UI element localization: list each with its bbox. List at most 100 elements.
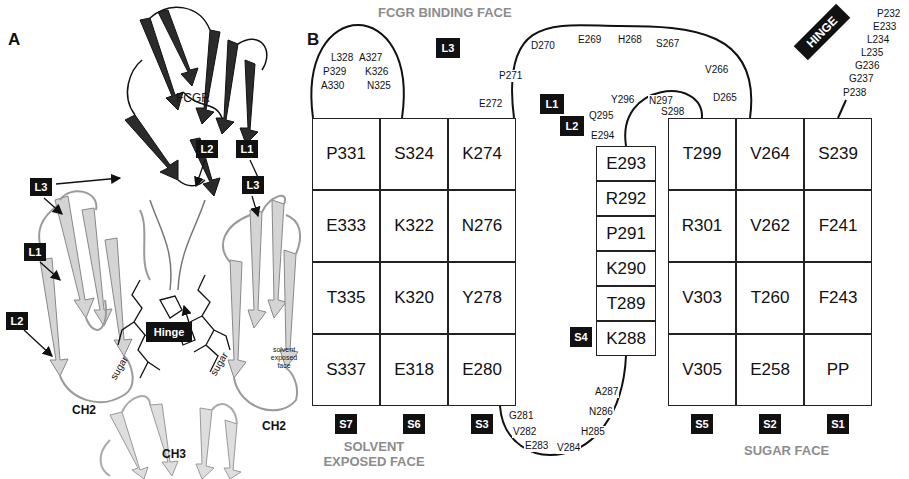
tag-text: L1 <box>241 143 254 155</box>
residue-label: V266 <box>704 64 729 76</box>
residue-label: E272 <box>478 98 503 110</box>
residue-name: F243 <box>819 288 858 308</box>
panel-heading: FCGR BINDING FACE <box>378 6 512 21</box>
label-tag: L1 <box>236 140 258 158</box>
residue-box: E318 <box>380 334 448 406</box>
residue-box: E258 <box>736 334 804 406</box>
residue-name: PP <box>827 360 850 380</box>
residue-name: P331 <box>326 144 366 164</box>
residue-box: PP <box>804 334 872 406</box>
residue-name: T289 <box>607 294 646 314</box>
tag-text: Hinge <box>154 326 185 338</box>
label-tag: L3 <box>30 178 52 196</box>
residue-label: Y296 <box>610 94 635 106</box>
residue-box: V305 <box>668 334 736 406</box>
residue-label: L235 <box>860 47 884 59</box>
residue-label: P232 <box>876 8 901 20</box>
label-tag: L2 <box>560 116 584 136</box>
residue-label: E294 <box>590 130 615 142</box>
residue-label: V284 <box>556 442 581 454</box>
residue-label: K326 <box>364 66 389 78</box>
residue-name: T299 <box>683 144 722 164</box>
label-tag: L3 <box>436 38 460 58</box>
residue-box: E333 <box>312 190 380 262</box>
label-tag: L1 <box>540 94 564 114</box>
residue-box: T335 <box>312 262 380 334</box>
residue-box: Y278 <box>448 262 516 334</box>
residue-label: S267 <box>655 38 680 50</box>
residue-box: S324 <box>380 118 448 190</box>
residue-name: P291 <box>606 224 646 244</box>
residue-name: V264 <box>750 144 790 164</box>
residue-label: sugar <box>208 350 230 377</box>
residue-label: sugar <box>108 354 130 381</box>
residue-label: CH2 <box>72 404 96 418</box>
residue-label: N297 <box>648 95 674 107</box>
tag-text: L3 <box>35 181 48 193</box>
fcgr-ribbon <box>125 10 258 196</box>
tag-text: S7 <box>339 418 352 430</box>
residue-box: K320 <box>380 262 448 334</box>
residue-box: E280 <box>448 334 516 406</box>
residue-name: K274 <box>462 144 502 164</box>
residue-box: N276 <box>448 190 516 262</box>
residue-box: S337 <box>312 334 380 406</box>
tag-text: L2 <box>11 315 24 327</box>
tag-text: L1 <box>546 98 559 110</box>
residue-box: R292 <box>596 181 656 216</box>
residue-label: H268 <box>617 34 643 46</box>
residue-label: CH3 <box>162 448 186 462</box>
residue-name: T260 <box>751 288 790 308</box>
residue-name: K322 <box>394 216 434 236</box>
residue-label: FCGR <box>176 92 210 106</box>
residue-name: V303 <box>682 288 722 308</box>
residue-box: K274 <box>448 118 516 190</box>
residue-name: E258 <box>750 360 790 380</box>
residue-label: S298 <box>660 106 685 118</box>
residue-name: Y278 <box>462 288 502 308</box>
label-tag: Hinge <box>146 322 192 342</box>
residue-box: S239 <box>804 118 872 190</box>
residue-name: K288 <box>606 329 646 349</box>
residue-box: T260 <box>736 262 804 334</box>
tag-text: L2 <box>201 143 214 155</box>
residue-name: E293 <box>606 154 646 174</box>
label-tag: S7 <box>335 414 357 434</box>
residue-label: CH2 <box>262 420 286 434</box>
tag-text: S5 <box>695 418 708 430</box>
residue-box: K322 <box>380 190 448 262</box>
label-tag: S6 <box>403 414 425 434</box>
residue-box: V262 <box>736 190 804 262</box>
residue-box: E293 <box>596 146 656 181</box>
residue-label: P238 <box>842 87 867 99</box>
residue-name: S337 <box>326 360 366 380</box>
label-tag: L3 <box>242 176 264 194</box>
tag-text: L1 <box>29 246 42 258</box>
residue-label: Q295 <box>588 110 614 122</box>
loop-line <box>311 25 846 455</box>
residue-box: R301 <box>668 190 736 262</box>
residue-box: V264 <box>736 118 804 190</box>
residue-box: T289 <box>596 286 656 321</box>
label-tag: S2 <box>759 414 781 434</box>
residue-label: P271 <box>498 70 523 82</box>
residue-name: T335 <box>327 288 366 308</box>
residue-label: L328 <box>330 52 354 64</box>
residue-name: K290 <box>606 259 646 279</box>
residue-name: N276 <box>462 216 503 236</box>
label-tag: HINGE <box>794 4 851 61</box>
residue-label: D265 <box>712 92 738 104</box>
residue-box: F241 <box>804 190 872 262</box>
residue-box: K288 <box>596 321 656 356</box>
residue-label: G281 <box>508 410 534 422</box>
residue-box: V303 <box>668 262 736 334</box>
panel-heading: A <box>8 30 20 50</box>
panel-heading: SOLVENT EXPOSED FACE <box>318 440 430 470</box>
residue-label: solvent exposed face <box>264 346 304 370</box>
residue-label: P329 <box>322 66 347 78</box>
tag-text: S6 <box>407 418 420 430</box>
label-tag: S5 <box>691 414 713 434</box>
tag-text: L2 <box>566 120 579 132</box>
tag-text: S2 <box>763 418 776 430</box>
panel-heading: B <box>307 30 319 50</box>
